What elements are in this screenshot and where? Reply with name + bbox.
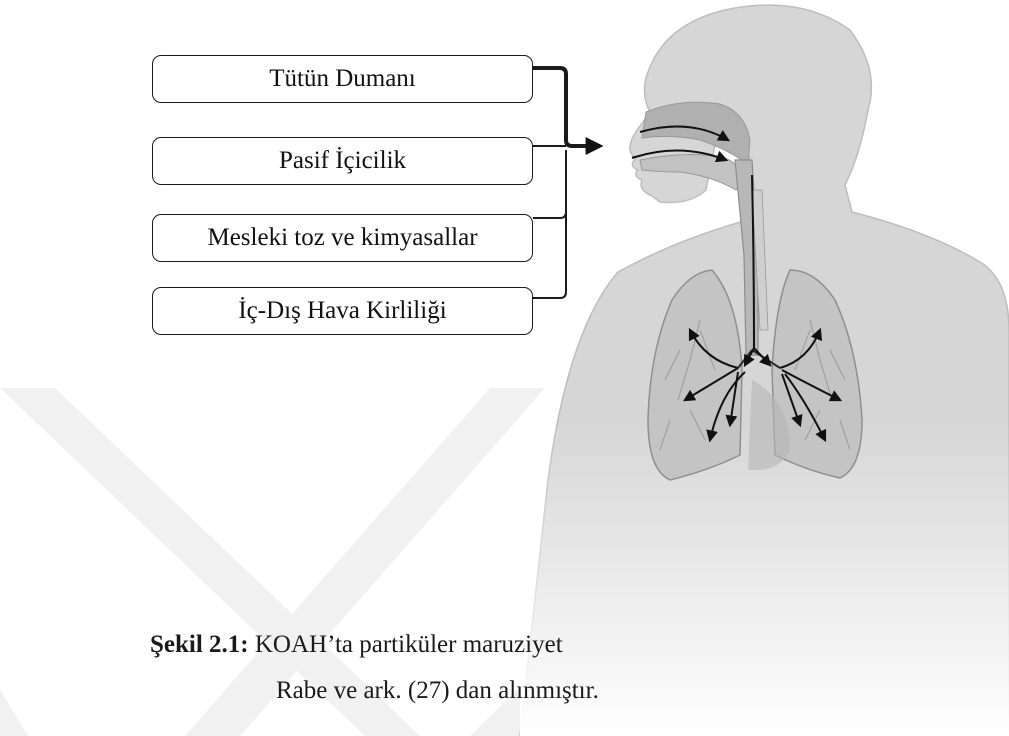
caption-label: Şekil 2.1: <box>150 631 249 658</box>
source-label: Mesleki toz ve kimyasallar <box>207 224 477 252</box>
source-box-tobacco-smoke: Tütün Dumanı <box>152 55 533 103</box>
figure-caption: Şekil 2.1: KOAH’ta partiküler maruziyet <box>150 631 563 659</box>
source-box-air-pollution: İç-Dış Hava Kirliliği <box>152 287 533 335</box>
source-label: Pasif İçicilik <box>279 147 406 175</box>
source-label: Tütün Dumanı <box>269 65 416 93</box>
caption-title: KOAH’ta partiküler maruziyet <box>249 631 563 658</box>
connector-lines <box>533 68 600 298</box>
caption-source: Rabe ve ark. (27) dan alınmıştır. <box>276 677 599 705</box>
source-box-occupational-dust: Mesleki toz ve kimyasallar <box>152 214 533 262</box>
source-label: İç-Dış Hava Kirliliği <box>238 297 446 325</box>
source-box-passive-smoking: Pasif İçicilik <box>152 137 533 185</box>
